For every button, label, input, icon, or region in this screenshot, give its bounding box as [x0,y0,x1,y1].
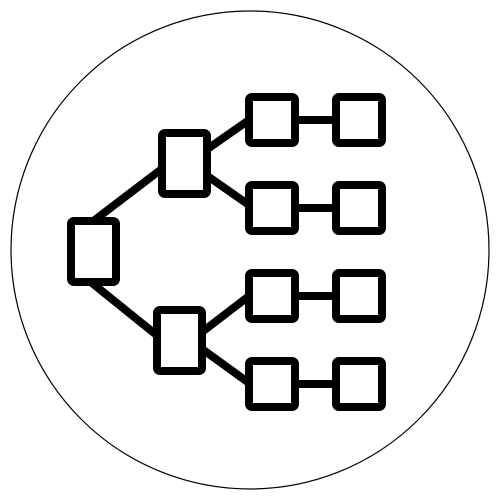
leaf-box-3b [332,269,386,323]
leaf-box-4a [245,357,299,411]
connector-lower-leaf4 [198,345,253,387]
connector-lower-leaf3 [198,292,253,336]
connector-root-upper [88,164,167,226]
connector-lines [88,116,340,388]
connector-upper-leaf2 [202,171,253,209]
leaf-box-1a [245,93,299,147]
leaf-box-3a [245,269,299,323]
lower-mid-node-box [153,306,206,375]
upper-mid-node-box [158,129,211,198]
connector-root-lower [88,279,163,341]
leaf-box-2b [332,181,386,235]
leaf-box-2a [245,181,299,235]
leaf-box-4b [332,357,386,411]
boxes [67,93,386,411]
root-node-box [67,217,120,286]
leaf-box-1b [332,93,386,147]
connector-upper-leaf1 [202,116,253,154]
